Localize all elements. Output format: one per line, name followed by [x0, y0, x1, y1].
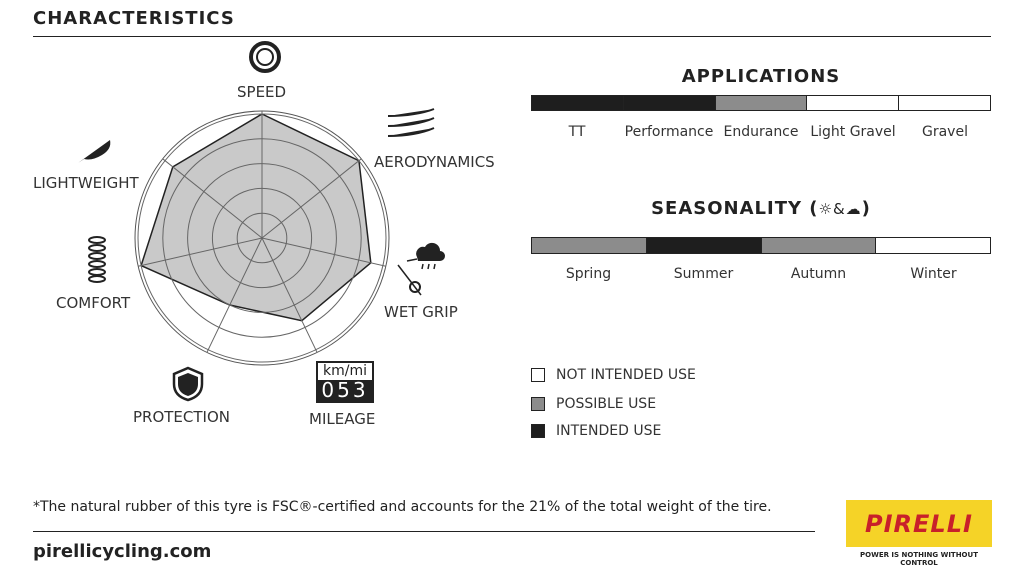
bar-segment-light-gravel — [807, 96, 900, 110]
radar-value-polygon — [140, 113, 372, 322]
radar-axis-aerodynamics — [261, 158, 362, 239]
bar-segment-tt — [532, 96, 624, 110]
axis-label-protection: PROTECTION — [133, 408, 231, 426]
legend-intended: INTENDED USE — [531, 423, 661, 439]
bar-segment-summer — [646, 238, 762, 253]
bar-label: Endurance — [723, 124, 799, 140]
axis-label-aerodynamics: AERODYNAMICS — [374, 153, 495, 171]
pirelli-logo: PIRELLI — [846, 500, 992, 547]
footnote: *The natural rubber of this tyre is FSC®… — [33, 499, 772, 515]
seasonality-title-text: SEASONALITY ( — [651, 198, 819, 219]
brand-name: PIRELLI — [865, 509, 973, 538]
seasonality-title: SEASONALITY (☼&☁) — [531, 198, 991, 219]
spring-icon — [88, 236, 106, 283]
applications-bar — [531, 95, 991, 111]
bar-label: Summer — [673, 266, 734, 282]
radar-axis-protection — [206, 237, 263, 353]
seasonality-labels: Spring Summer Autumn Winter — [531, 266, 991, 282]
axis-label-wet-grip: WET GRIP — [384, 303, 458, 321]
bar-label: Winter — [910, 266, 957, 282]
divider — [33, 531, 815, 532]
odometer-digits: 053 — [318, 380, 372, 401]
bar-label: Performance — [624, 124, 714, 140]
bar-segment-spring — [532, 238, 647, 253]
radar-axis-lightweight — [162, 158, 263, 239]
applications-labels: TT Performance Endurance Light Gravel Gravel — [531, 124, 991, 140]
rain-cyclist-icon — [397, 242, 445, 296]
legend-label: POSSIBLE USE — [556, 396, 657, 412]
legend-possible: POSSIBLE USE — [531, 396, 656, 412]
axis-label-mileage: MILEAGE — [309, 410, 376, 428]
axis-label-speed: SPEED — [237, 83, 287, 101]
speed-tyre-icon — [249, 41, 281, 73]
legend-swatch — [531, 368, 545, 382]
tagline: POWER IS NOTHING WITHOUT CONTROL — [860, 551, 978, 567]
radar-axis-wet-grip — [261, 237, 386, 267]
legend-label: NOT INTENDED USE — [556, 367, 696, 383]
seasonality-bar — [531, 237, 991, 254]
bar-segment-performance — [623, 96, 716, 110]
legend-swatch — [531, 424, 545, 438]
axis-label-lightweight: LIGHTWEIGHT — [33, 174, 139, 192]
bar-label: TT — [568, 124, 586, 140]
bar-segment-endurance — [715, 96, 808, 110]
bar-label: Gravel — [922, 124, 968, 140]
bar-label: Light Gravel — [810, 124, 896, 140]
divider — [33, 36, 991, 37]
shield-icon — [172, 366, 204, 402]
feather-icon — [78, 140, 111, 163]
section-title: CHARACTERISTICS — [33, 8, 235, 29]
website-link[interactable]: pirellicycling.com — [33, 541, 212, 562]
applications-title: APPLICATIONS — [681, 66, 841, 87]
radar-axis-comfort — [138, 237, 263, 267]
bar-label: Autumn — [790, 266, 847, 282]
odometer-unit: km/mi — [323, 363, 367, 379]
legend-swatch — [531, 397, 545, 411]
wind-arrows-icon — [387, 108, 435, 137]
bar-segment-gravel — [899, 96, 990, 110]
bar-segment-winter — [876, 238, 990, 253]
radar-axis-mileage — [261, 237, 318, 353]
legend-not-intended: NOT INTENDED USE — [531, 367, 696, 383]
bar-label: Spring — [565, 266, 612, 282]
axis-label-comfort: COMFORT — [56, 294, 131, 312]
seasonality-title-end: ) — [861, 198, 871, 219]
radar-chart — [134, 110, 390, 366]
bar-segment-autumn — [761, 238, 877, 253]
legend-label: INTENDED USE — [556, 423, 662, 439]
sun-cloud-icon: ☼&☁ — [818, 200, 862, 218]
